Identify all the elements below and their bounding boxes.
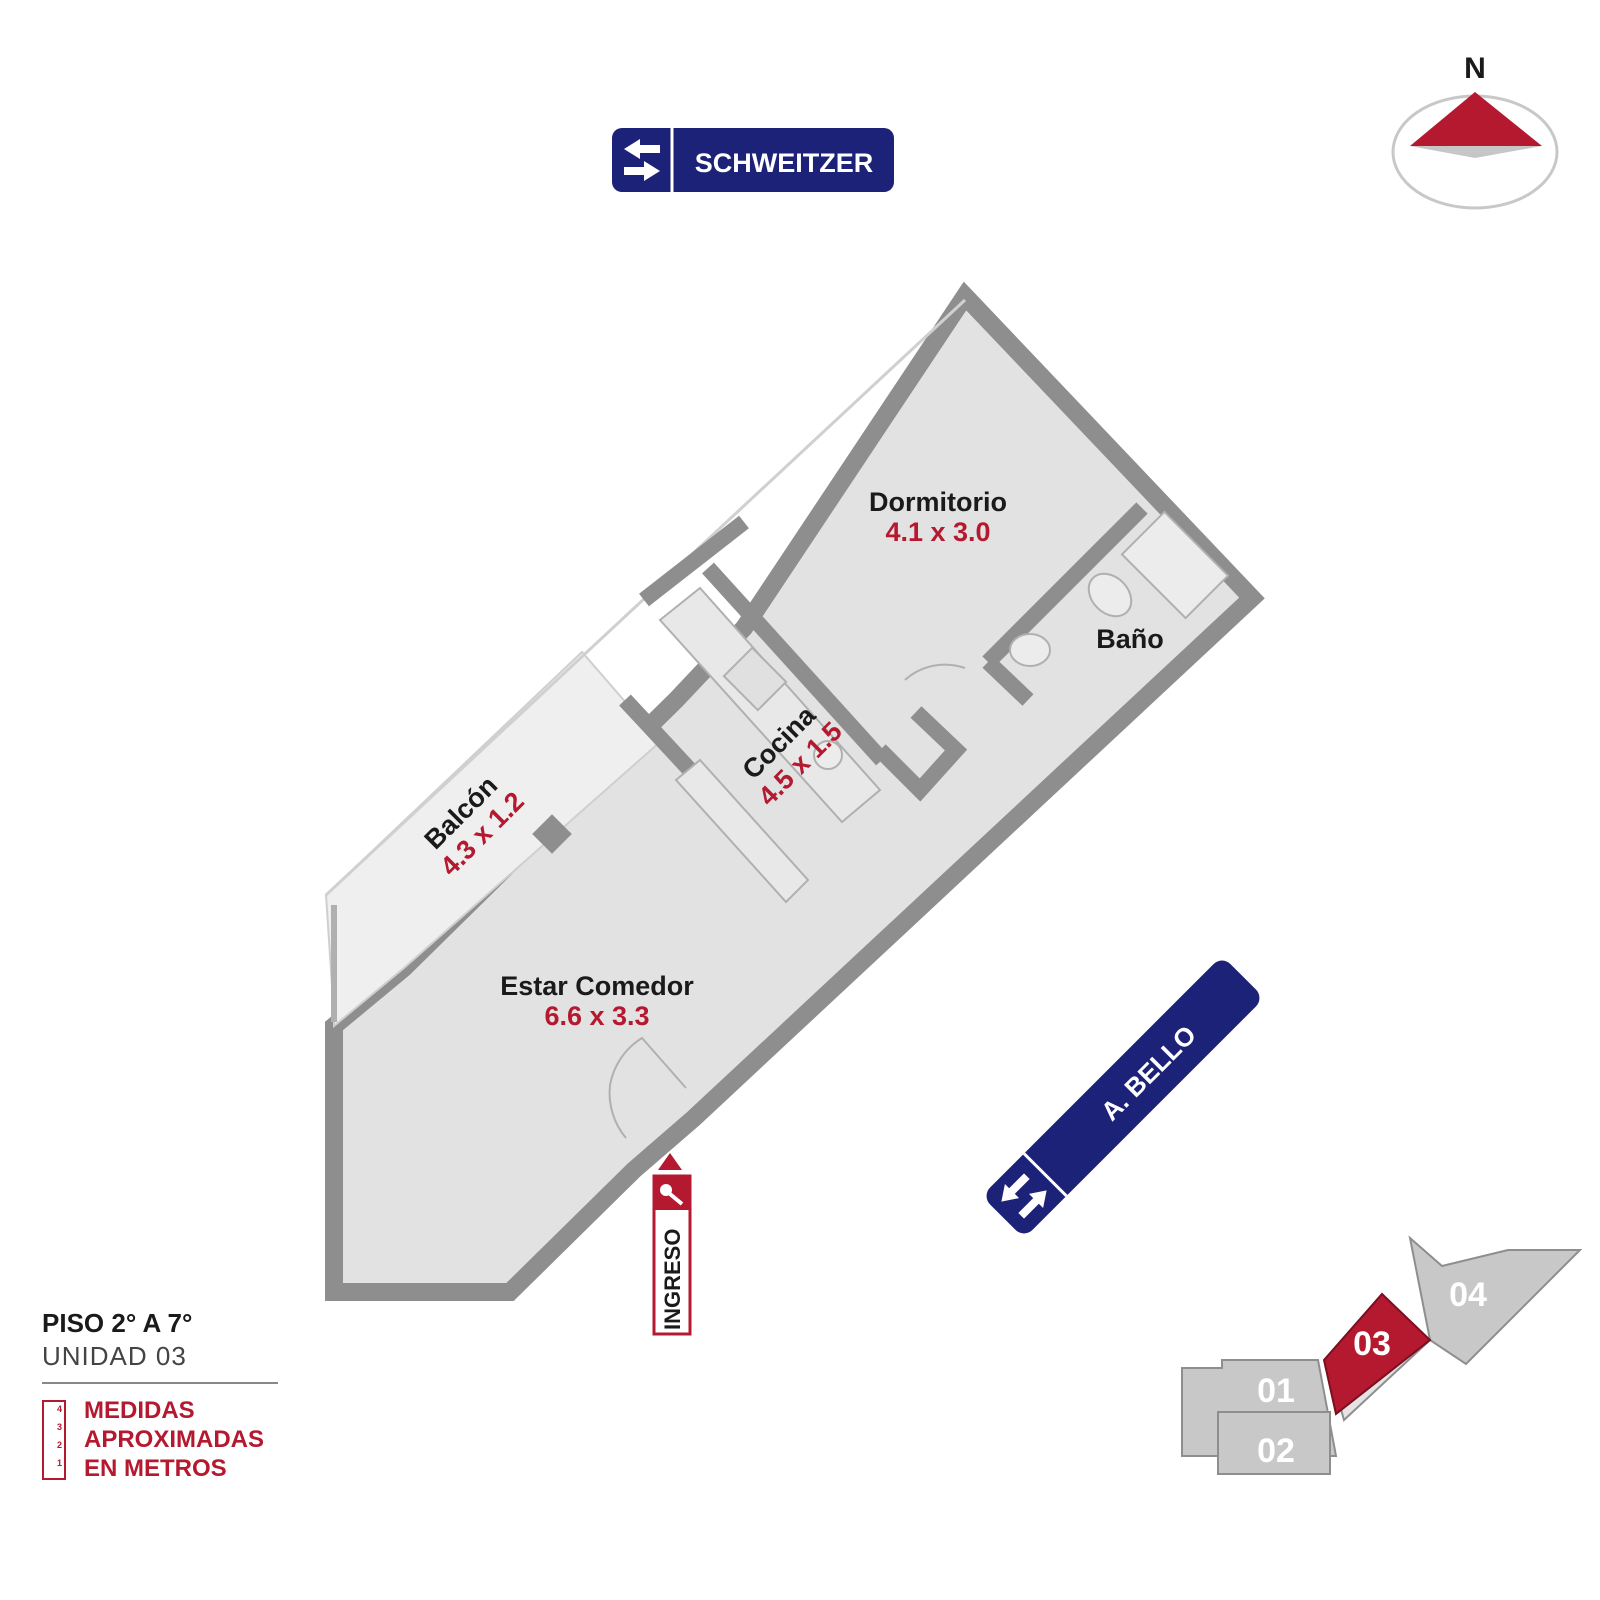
measure-line-3: EN METROS [84, 1455, 227, 1482]
divider [42, 1382, 278, 1384]
key-icon [654, 1176, 690, 1210]
door-swings [608, 663, 966, 1139]
room-bano: Baño [1070, 624, 1190, 655]
room-name-bano: Baño [1096, 624, 1164, 654]
keymap-label-01: 01 [1257, 1372, 1295, 1410]
ruler-tick-3: 3 [56, 1422, 62, 1432]
measure-note: 4 3 2 1 MEDIDAS APROXIMADAS EN METROS [42, 1396, 282, 1483]
entrance-label: INGRESO [660, 1229, 685, 1330]
street-sign-schweitzer: SCHWEITZER [612, 128, 894, 192]
measure-line-1: MEDIDAS [84, 1397, 195, 1424]
ruler-icon: 4 3 2 1 [42, 1400, 66, 1480]
ruler-tick-4: 4 [56, 1404, 62, 1414]
interior-walls [619, 502, 1148, 802]
keymap-label-03: 03 [1353, 1325, 1391, 1363]
two-way-arrows-icon [1001, 1173, 1047, 1219]
keymap-label-02: 02 [1257, 1432, 1295, 1470]
keymap-unit-02-shape [1217, 1411, 1331, 1475]
room-dims-estar: 6.6 x 3.3 [544, 1000, 650, 1031]
room-dims-dormitorio: 4.1 x 3.0 [885, 516, 991, 547]
unit-key-map: 01 02 03 04 [1181, 1235, 1583, 1475]
entrance-marker: INGRESO [652, 1153, 692, 1336]
ruler-tick-1: 1 [56, 1458, 62, 1468]
room-estar-comedor: Estar Comedor 6.6 x 3.3 [462, 971, 732, 1031]
kitchen-counter [658, 586, 882, 904]
room-dormitorio: Dormitorio 4.1 x 3.0 [818, 487, 1058, 547]
unit-number: UNIDAD 03 [42, 1341, 187, 1371]
bathroom-fixtures [1009, 510, 1230, 667]
two-way-arrows-icon [624, 139, 660, 181]
floor-range: PISO 2° A 7° [42, 1308, 193, 1338]
compass-north-label: N [1464, 52, 1486, 85]
unit-info: PISO 2° A 7° UNIDAD 03 4 3 2 1 MEDIDAS A… [42, 1308, 282, 1483]
measure-line-2: APROXIMADAS [84, 1426, 265, 1453]
keymap-unit-04-shape [1408, 1235, 1583, 1366]
room-name-dormitorio: Dormitorio [869, 487, 1007, 517]
apartment-outline [324, 281, 1265, 1301]
street-name-top: SCHWEITZER [695, 148, 874, 178]
street-sign-a-bello: A. BELLO [986, 960, 1260, 1234]
keymap-unit-03-shape [1322, 1292, 1432, 1416]
room-name-estar: Estar Comedor [500, 971, 694, 1001]
compass-icon: N [1391, 52, 1559, 210]
keymap-label-04: 04 [1449, 1276, 1487, 1314]
ruler-tick-2: 2 [56, 1440, 62, 1450]
